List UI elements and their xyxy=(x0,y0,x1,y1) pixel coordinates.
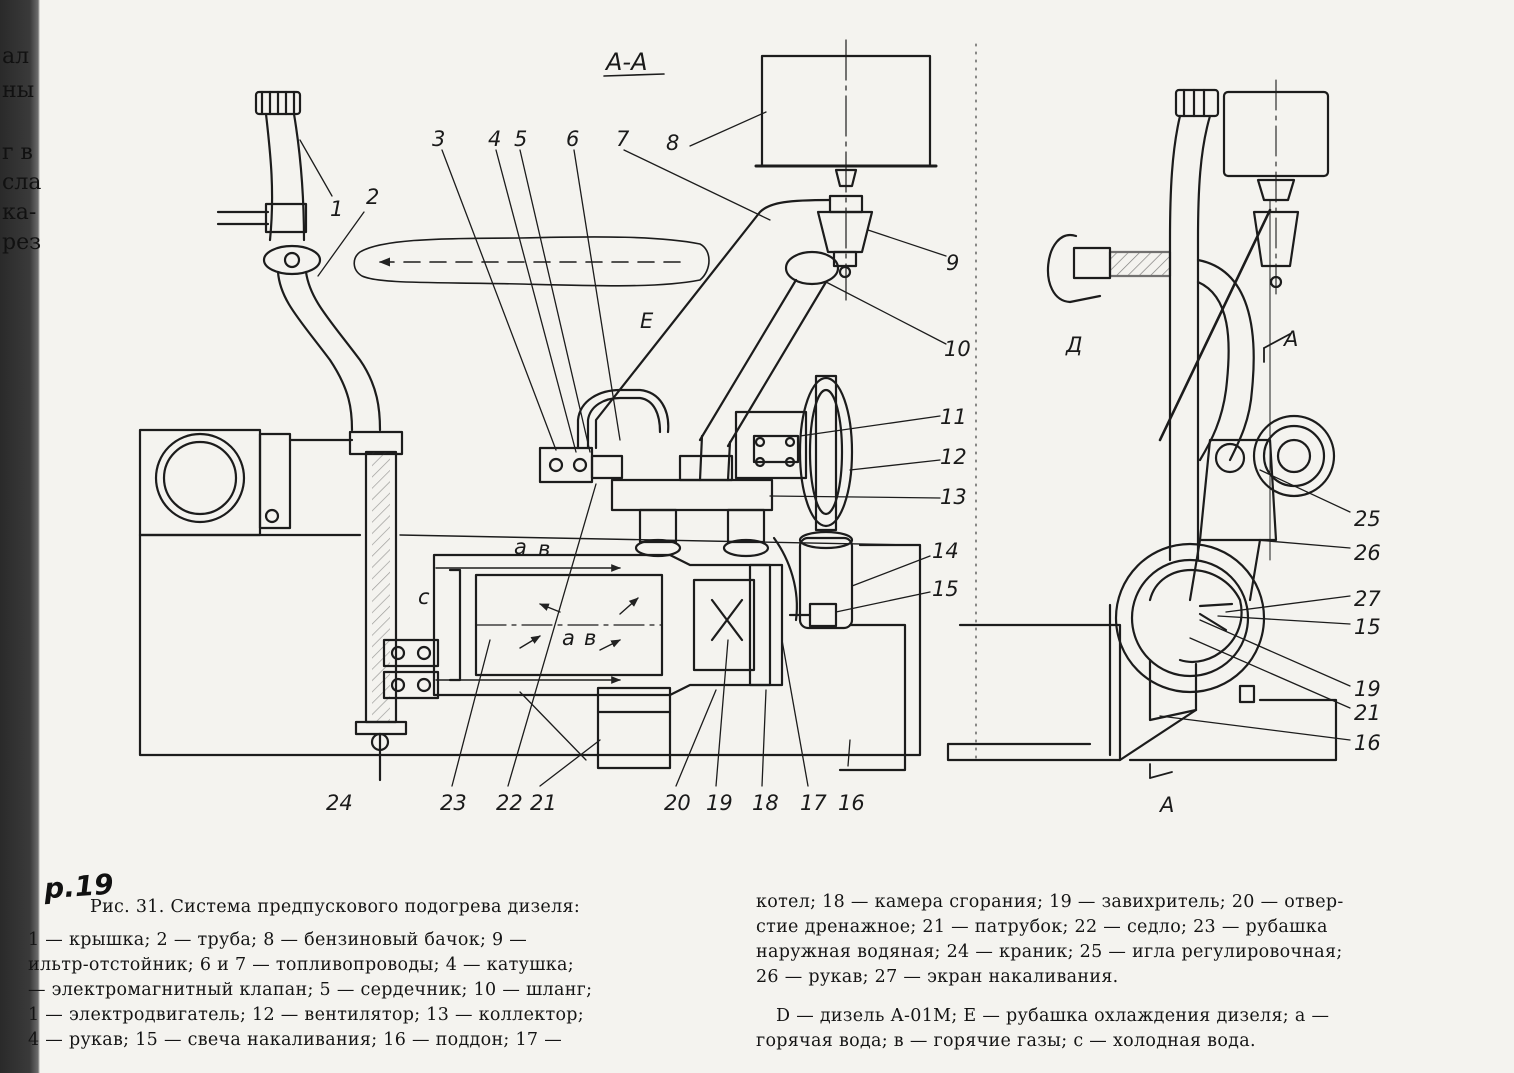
edge-fragment: г в xyxy=(2,140,33,165)
callout-numbers: 1 2 3 4 5 6 7 8 9 10 11 12 13 14 15 16 1… xyxy=(326,127,1381,815)
edge-fragment: ка- xyxy=(2,200,37,225)
edge-fragment: ны xyxy=(2,78,35,103)
flow-label-b: в xyxy=(538,537,550,561)
callout-label: 22 xyxy=(496,791,523,815)
fan xyxy=(798,374,854,532)
caption-line: котел; 18 — камера сгорания; 19 — завихр… xyxy=(756,892,1344,912)
callout-label: 13 xyxy=(940,485,967,509)
filler-cap xyxy=(254,90,302,116)
base-frame xyxy=(138,533,922,772)
support-block xyxy=(138,428,404,537)
flow-label-b: в xyxy=(584,626,596,650)
electric-motor xyxy=(734,410,808,480)
callout-label: 5 xyxy=(514,127,527,151)
callout-label: 24 xyxy=(326,791,353,815)
glow-plug xyxy=(788,602,838,628)
hose xyxy=(678,250,840,482)
callout-label: 19 xyxy=(1354,677,1381,701)
figure-caption-right: котел; 18 — камера сгорания; 19 — завихр… xyxy=(756,890,1344,1054)
caption-line: 26 — рукав; 27 — экран накаливания. xyxy=(756,967,1119,987)
callout-label: 17 xyxy=(800,791,827,815)
jacket-e-outline xyxy=(353,236,710,287)
section-mark-a-top: А xyxy=(1282,327,1298,351)
callout-label: 27 xyxy=(1354,587,1381,611)
sleeve xyxy=(772,530,854,630)
callout-label: 3 xyxy=(432,127,445,151)
callout-label: 16 xyxy=(1354,731,1381,755)
filter-settler xyxy=(816,210,874,279)
caption-title: Рис. 31. Система предпускового подогрева… xyxy=(90,897,581,917)
caption-line: стие дренажное; 21 — патрубок; 22 — седл… xyxy=(756,917,1328,937)
flow-label-a: а xyxy=(514,535,527,559)
filler-pipe xyxy=(216,112,382,432)
callout-label: 2 xyxy=(366,185,379,209)
boiler-jacket xyxy=(432,553,784,697)
edge-fragment: рез xyxy=(2,230,42,255)
side-callout-leaders xyxy=(1159,469,1351,741)
callout-label: 7 xyxy=(616,127,630,151)
callout-label: 15 xyxy=(1354,615,1381,639)
legend-line: горячая вода; в — горячие газы; с — холо… xyxy=(756,1031,1256,1051)
edge-fragment: сла xyxy=(2,170,42,195)
caption-line: ильтр-отстойник; 6 и 7 — топливопроводы;… xyxy=(28,955,574,975)
flow-label-a: а xyxy=(562,626,575,650)
callout-label: 11 xyxy=(940,405,967,429)
callout-label: 18 xyxy=(752,791,779,815)
fuel-line-7 xyxy=(594,198,832,450)
section-mark-a-bottom: А xyxy=(1158,793,1174,817)
callout-label: 9 xyxy=(946,251,959,275)
callout-label: 25 xyxy=(1354,507,1381,531)
caption-line: 1 — крышка; 2 — труба; 8 — бензиновый ба… xyxy=(28,930,528,950)
callout-leaders xyxy=(299,111,947,787)
fuel-tank xyxy=(754,39,938,301)
callout-label: 21 xyxy=(530,791,557,815)
callout-label: 21 xyxy=(1354,701,1381,725)
caption-line: — электромагнитный клапан; 5 — сердечник… xyxy=(28,980,593,1000)
callout-label: 8 xyxy=(666,131,679,155)
legend-line: D — дизель А-01М; Е — рубашка охлаждения… xyxy=(776,1006,1330,1026)
hose-fittings xyxy=(382,638,440,700)
callout-label: 1 xyxy=(330,197,343,221)
flow-label-c: с xyxy=(418,585,430,609)
callout-label: 23 xyxy=(440,791,467,815)
callout-label: 4 xyxy=(488,127,501,151)
callout-label: 6 xyxy=(566,127,579,151)
callout-label: 19 xyxy=(706,791,733,815)
outlet-pipe xyxy=(596,686,672,770)
section-title: А-А xyxy=(604,48,648,76)
scan-binding-edge xyxy=(0,0,40,1073)
cold-water-pipe xyxy=(354,450,408,782)
flow-label-e: Е xyxy=(640,309,654,333)
flow-label-d: Д xyxy=(1065,333,1082,357)
edge-fragment: ал xyxy=(2,44,30,69)
solenoid-valve xyxy=(538,388,670,484)
side-view xyxy=(946,43,1338,779)
caption-line: наружная водяная; 24 — краник; 25 — игла… xyxy=(756,942,1343,962)
callout-label: 16 xyxy=(838,791,865,815)
caption-line: 4 — рукав; 15 — свеча накаливания; 16 — … xyxy=(28,1030,563,1050)
callout-label: 12 xyxy=(940,445,967,469)
callout-label: 15 xyxy=(932,577,959,601)
figure-caption-left: Рис. 31. Система предпускового подогрева… xyxy=(28,895,592,1053)
caption-line: 1 — электродвигатель; 12 — вентилятор; 1… xyxy=(28,1005,584,1025)
callout-label: 20 xyxy=(664,791,691,815)
collector xyxy=(610,478,774,558)
callout-label: 26 xyxy=(1354,541,1381,565)
callout-label: 10 xyxy=(944,337,971,361)
callout-label: 14 xyxy=(932,539,959,563)
